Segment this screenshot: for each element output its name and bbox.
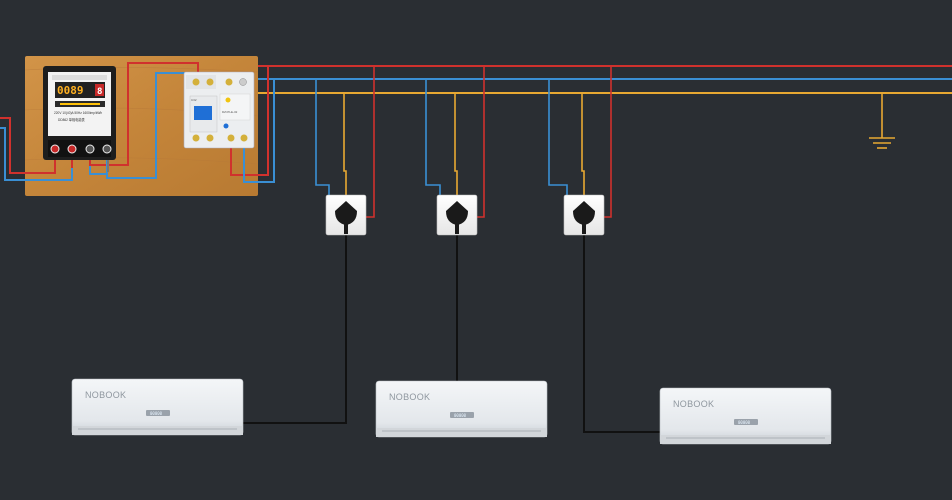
plug-icon [573, 201, 595, 225]
meter-terminal-1 [50, 144, 60, 154]
socket-3[interactable] [563, 194, 605, 236]
socket-1[interactable] [325, 194, 367, 236]
power-cords [242, 234, 660, 433]
socket-2[interactable] [436, 194, 478, 236]
branch-wires-3 [548, 66, 612, 218]
ac-brand-label: NOBOOK [389, 392, 430, 402]
plug-icon [446, 201, 468, 225]
air-conditioner-1[interactable]: NOBOOK 00000 [71, 378, 244, 436]
distribution-board: 0089 8 220V 10(40)A 50Hz 1600imp/kWh DD8… [0, 56, 282, 196]
circuit-breaker: C32 DZ47LE-32 [183, 71, 255, 149]
breaker-model: DZ47LE-32 [222, 110, 238, 114]
ac-brand-label: NOBOOK [85, 390, 126, 400]
ac-display: 00000 [150, 411, 163, 416]
ground-icon [869, 93, 895, 149]
test-button[interactable] [223, 123, 229, 129]
branch-wires-2 [425, 66, 485, 218]
cord-3 [583, 234, 660, 433]
ac-brand-label: NOBOOK [673, 399, 714, 409]
meter-reading-tenths: 8 [97, 87, 102, 97]
ac-display: 00000 [454, 413, 467, 418]
meter-reading: 0089 [57, 84, 84, 97]
branch-wires-1 [315, 66, 375, 218]
meter-terminal-4 [102, 144, 112, 154]
plug-icon [335, 201, 357, 225]
meter-line-text: 220V 10(40)A 50Hz 1600imp/kWh [54, 111, 102, 115]
breaker-toggle[interactable] [194, 106, 212, 120]
cord-1 [242, 234, 347, 424]
air-conditioner-3[interactable]: NOBOOK 00000 [659, 387, 832, 445]
energy-meter: 0089 8 220V 10(40)A 50Hz 1600imp/kWh DD8… [43, 66, 116, 160]
meter-terminal-2 [67, 144, 77, 154]
bus-wires [258, 65, 952, 94]
air-conditioner-2[interactable]: NOBOOK 00000 [375, 380, 548, 438]
breaker-rating: C32 [191, 98, 197, 102]
meter-brand-text: DD862 单相电能表 [58, 117, 86, 122]
meter-terminal-3 [85, 144, 95, 154]
ac-display: 00000 [738, 420, 751, 425]
